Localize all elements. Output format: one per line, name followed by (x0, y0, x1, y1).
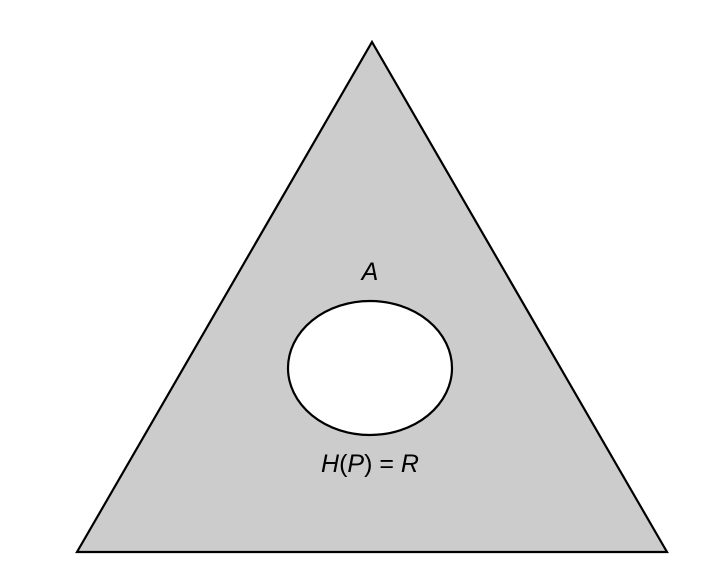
equation-h: H (321, 450, 340, 478)
shaded-triangle (75, 39, 669, 554)
equation-r: R (401, 450, 419, 478)
equation-label: H(P) = R (321, 450, 419, 478)
equation-open-paren: ( (339, 450, 348, 478)
hole-ellipse (286, 299, 454, 437)
equation-p: P (347, 450, 364, 478)
equation-equals: = (372, 450, 401, 478)
equation-close-paren: ) (364, 450, 372, 478)
set-label-a: A (360, 258, 379, 286)
